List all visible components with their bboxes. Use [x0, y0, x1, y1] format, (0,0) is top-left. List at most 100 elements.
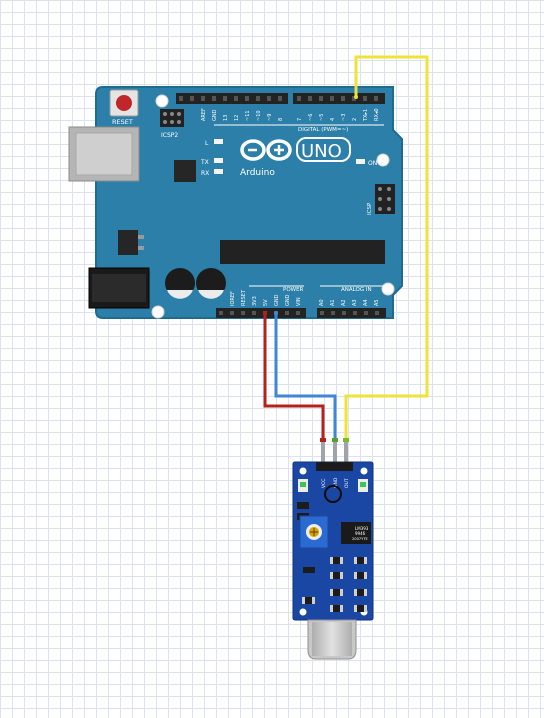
smd-pad	[364, 605, 367, 612]
on-label: ON	[368, 160, 377, 167]
header-socket[interactable]	[331, 311, 335, 315]
logo-uno: UNO	[301, 141, 342, 162]
wire-end	[263, 311, 267, 315]
digital-pin-label: 2	[352, 118, 358, 121]
potentiometer[interactable]	[299, 515, 329, 549]
smd-resistor	[297, 502, 309, 509]
header-socket[interactable]	[330, 96, 334, 101]
smd-pad	[340, 557, 343, 564]
led-signal	[358, 479, 368, 492]
wire-end	[354, 95, 358, 99]
power-pin-label: RESET	[241, 289, 247, 306]
header-socket[interactable]	[245, 96, 249, 101]
icsp2-label: ICSP2	[161, 132, 178, 139]
sound-sensor-module: VCC GND OUT LM393 9946 2007YTE	[292, 438, 374, 660]
header-socket[interactable]	[320, 311, 324, 315]
wire-vcc[interactable]	[263, 313, 325, 440]
header-socket[interactable]	[223, 96, 227, 101]
smd-component	[330, 557, 343, 564]
header-socket[interactable]	[256, 96, 260, 101]
analog-pin-label: A0	[319, 299, 325, 306]
wire-gnd[interactable]	[274, 313, 337, 440]
header-socket[interactable]	[353, 311, 357, 315]
icsp-header	[375, 184, 395, 214]
header-socket[interactable]	[363, 96, 367, 101]
header-socket[interactable]	[212, 96, 216, 101]
header-socket[interactable]	[278, 96, 282, 101]
led-l-label: L	[205, 140, 209, 147]
header-socket[interactable]	[267, 96, 271, 101]
led-l	[214, 139, 223, 144]
aref-label: AREF	[201, 108, 207, 121]
header-socket[interactable]	[179, 96, 183, 101]
header-socket[interactable]	[201, 96, 205, 101]
reset-button[interactable]	[109, 89, 139, 117]
digital-pin-label: ~5	[319, 114, 325, 121]
digital-pin-label: 12	[234, 115, 240, 121]
smd-pad	[340, 589, 343, 596]
pin-label-gnd: GND	[333, 477, 339, 488]
analog-pin-label: A2	[341, 299, 347, 306]
header-socket[interactable]	[375, 311, 379, 315]
header-socket[interactable]	[190, 96, 194, 101]
header-socket[interactable]	[319, 96, 323, 101]
header-socket[interactable]	[297, 96, 301, 101]
power-pin-label: VIN	[296, 297, 302, 306]
header-socket[interactable]	[308, 96, 312, 101]
digital-pin-label: 4	[330, 118, 336, 121]
led-on	[356, 159, 365, 164]
header-socket[interactable]	[374, 96, 378, 101]
smd-pad	[364, 557, 367, 564]
wire-signal[interactable]	[344, 55, 429, 440]
smd-component	[330, 572, 343, 579]
smd-pad	[354, 557, 357, 564]
power-pin-label: IOREF	[230, 291, 236, 306]
chip-line-3: 2007YTE	[352, 537, 369, 541]
gnd-label: GND	[212, 109, 218, 121]
led-tx	[214, 158, 223, 163]
digital-pin-label: TX▸1	[363, 109, 369, 122]
mounting-ring	[324, 485, 342, 503]
mounting-hole	[381, 282, 395, 296]
smd-pad	[330, 572, 333, 579]
analog-label: ANALOG IN	[341, 287, 372, 293]
pin-label-vcc: VCC	[321, 479, 327, 488]
smd-component	[303, 567, 315, 573]
header-socket[interactable]	[234, 96, 238, 101]
header-socket[interactable]	[230, 311, 234, 315]
mounting-hole	[299, 467, 307, 475]
mounting-hole	[299, 608, 307, 616]
usb-connector	[68, 126, 140, 182]
power-pin-label: GND	[285, 294, 291, 306]
digital-pin-label: 8	[278, 118, 284, 121]
header-pin-gnd	[333, 440, 337, 462]
digital-label: DIGITAL (PWM=~)	[298, 127, 348, 133]
mounting-hole	[376, 153, 390, 167]
wires	[263, 55, 429, 440]
header-socket[interactable]	[241, 311, 245, 315]
capacitor	[165, 268, 195, 299]
digital-pin-label: ~10	[256, 110, 262, 121]
header-socket[interactable]	[341, 96, 345, 101]
header-socket[interactable]	[285, 311, 289, 315]
digital-pin-label: ~11	[245, 110, 251, 121]
chip-line-2: 9946	[355, 531, 366, 536]
header-socket[interactable]	[296, 311, 300, 315]
analog-pin-label: A5	[374, 299, 380, 306]
wire-end	[274, 311, 278, 315]
smd-pad	[364, 589, 367, 596]
header-socket[interactable]	[252, 311, 256, 315]
smd-pad	[312, 597, 315, 604]
header-socket[interactable]	[352, 96, 356, 101]
header-socket[interactable]	[219, 311, 223, 315]
microphone	[307, 619, 357, 660]
header-socket[interactable]	[342, 311, 346, 315]
digital-pin-label: ~6	[308, 114, 314, 121]
usb-chip	[174, 160, 196, 182]
header-pin-out	[344, 440, 348, 462]
smd-pad	[330, 557, 333, 564]
header-socket[interactable]	[364, 311, 368, 315]
